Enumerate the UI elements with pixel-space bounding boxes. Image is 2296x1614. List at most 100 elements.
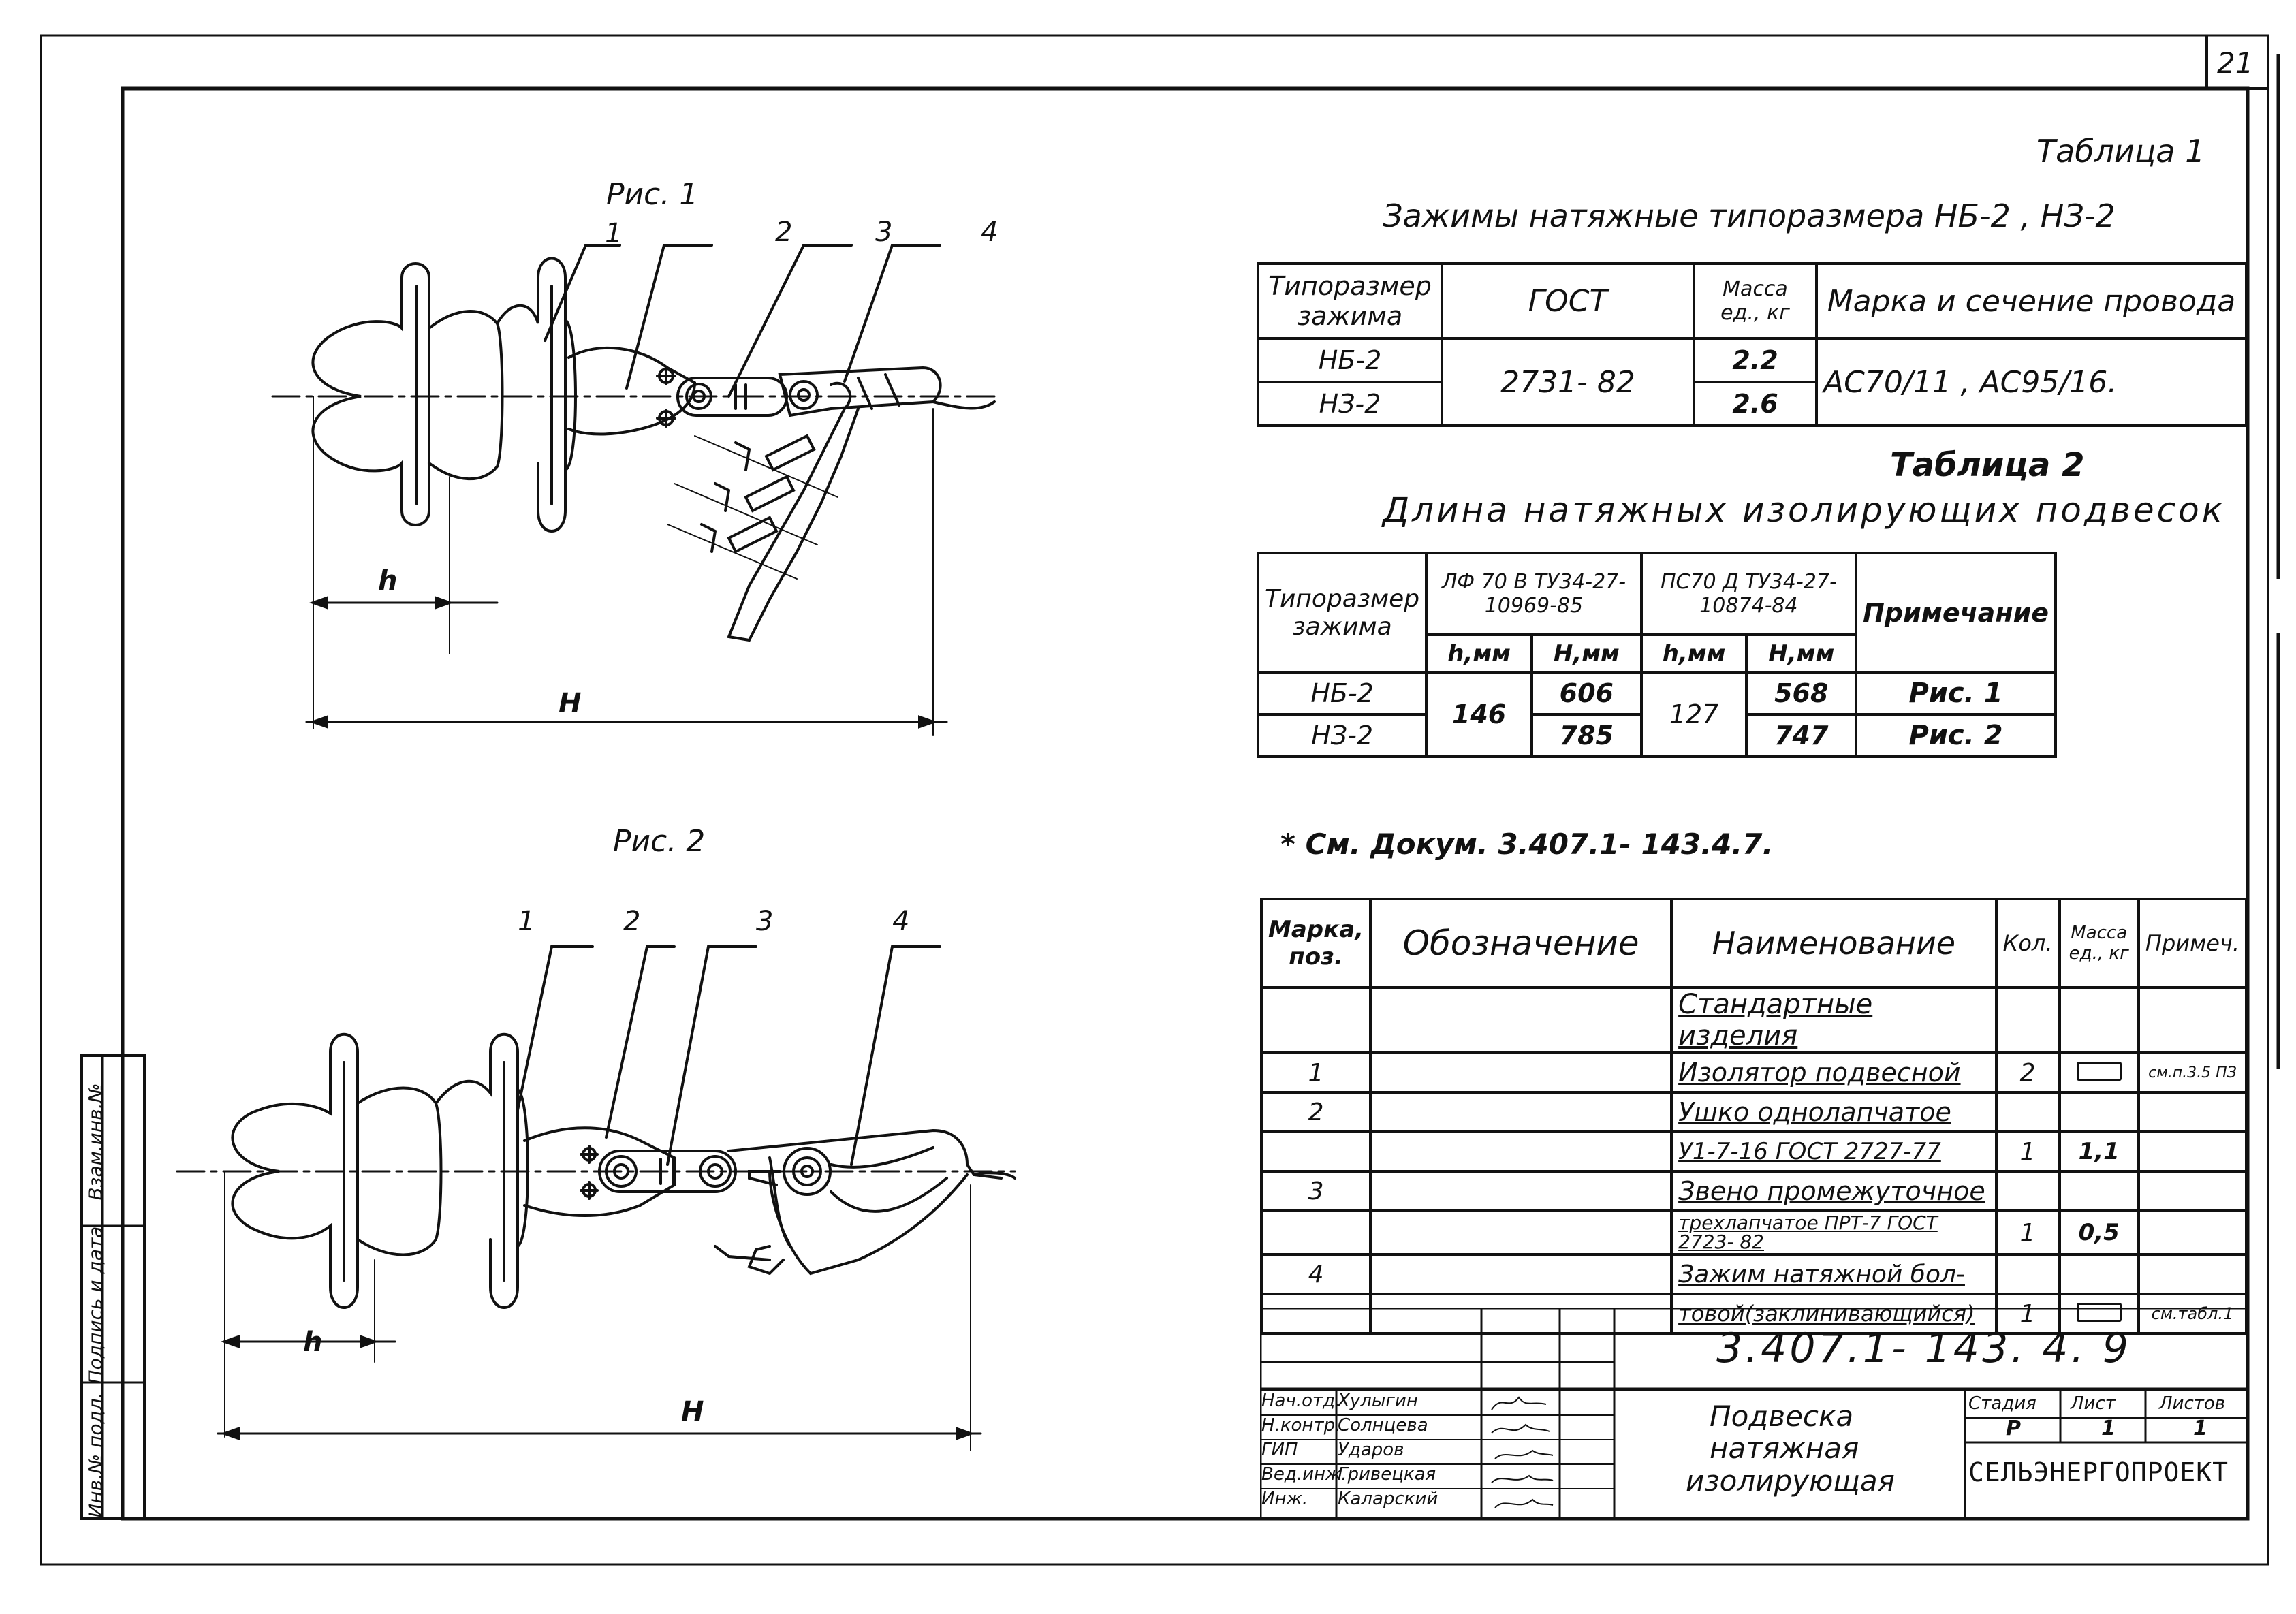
role-4-title: Вед.инж. [1261,1464,1347,1485]
table2-row1-H2: 568 [1745,671,1858,716]
spec-row3-note [2137,1091,2248,1133]
role-2-title: Н.контр. [1261,1415,1341,1436]
sheet-label: Лист [2071,1393,2116,1414]
title-block-grid [1260,1308,2249,1520]
table2-row2-size: НЗ-2 [1256,713,1428,758]
table2-header-h2: h,мм [1639,633,1748,674]
table2-h2: 127 [1639,671,1748,758]
spec-row7-pos: 4 [1259,1253,1372,1295]
spec-row1-qty [1994,986,2061,1054]
table1-header-wire: Марка и сечение провода [1815,262,2248,340]
table1-row1-mass: 2.2 [1693,337,1818,383]
item-title-line-2: натяжная [1710,1431,1859,1465]
spec-row5-qty [1994,1170,2061,1212]
fig2-callout-3: 3 [756,906,774,937]
spec-header-qty: Кол. [1994,898,2061,989]
table1-header-gost: ГОСТ [1441,262,1695,340]
table1-row2-size: НЗ-2 [1257,381,1443,427]
table2-header-H2: Н,мм [1745,633,1858,674]
table1-header-size: Типоразмер зажима [1257,262,1443,340]
fig1-drawing [271,244,996,736]
spec-row3-mass [2058,1091,2140,1133]
fig2-callout-2: 2 [623,906,641,937]
spec-row6-mass: 0,5 [2058,1209,2140,1256]
spec-row1-pos [1259,986,1372,1054]
spec-row1-name: Стандартные изделия [1670,986,1998,1054]
fig2-callout-4: 4 [892,906,910,937]
spec-row6-qty: 1 [1994,1209,2061,1256]
spec-row2-designation [1369,1051,1673,1094]
spec-row2-pos: 1 [1259,1051,1372,1094]
spec-row3-designation [1369,1091,1673,1133]
fig1-callout-1: 1 [605,218,623,249]
fig1-callout-3: 3 [875,217,893,248]
role-3-title: ГИП [1261,1440,1298,1460]
spec-row7-designation [1369,1253,1673,1295]
table2-header-size: Типоразмер зажима [1256,552,1428,674]
spec-row4-designation [1369,1130,1673,1173]
title-block-doc-code: 3.407.1- 143. 4. 9 [1716,1325,2131,1372]
sheets-value: 1 [2193,1417,2207,1440]
fig2-dim-h: h [303,1327,323,1358]
spec-row4-mass: 1,1 [2058,1130,2140,1173]
fig2-caption: Рис. 2 [613,824,706,859]
table1-gost: 2731- 82 [1441,337,1695,427]
fig1-callout-2: 2 [775,217,793,248]
role-row-2: Н.контр. Солнцева [1261,1415,1486,1440]
spec-header-note: Примеч. [2137,898,2248,989]
fig1-callout-4: 4 [981,217,998,248]
table2-header-h1: h,мм [1425,633,1533,674]
spec-row2-mass-symbol [2058,1051,2140,1094]
table2-row1-size: НБ-2 [1256,671,1428,716]
role-row-1: Нач.отд. Хулыгин [1261,1391,1486,1415]
spec-row6-name: трехлапчатое ПРТ-7 ГОСТ 2723- 82 [1670,1209,1998,1256]
table2-title: Длина натяжных изолирующих подвесок [1383,490,2225,530]
table1-wire: АС70/11 , АС95/16. [1815,337,2248,427]
spec-row5-note [2137,1170,2248,1212]
fig1-caption: Рис. 1 [606,177,699,212]
table1-row1-size: НБ-2 [1257,337,1443,383]
table1-number: Таблица 1 [2036,133,2205,170]
title-block-roles: Нач.отд. Хулыгин Н.контр. Солнцева ГИП У… [1261,1391,1486,1513]
table1: Типоразмер зажима ГОСТ Масса ед., кг Мар… [1257,262,2248,427]
spec-row5-pos: 3 [1259,1170,1372,1212]
role-1-name: Хулыгин [1338,1391,1418,1411]
spec-row5-name: Звено промежуточное [1670,1170,1998,1212]
spec-row4-name: У1-7-16 ГОСТ 2727-77 [1670,1130,1998,1173]
item-title-line-1: Подвеска [1710,1399,1854,1433]
role-row-3: ГИП Ударов [1261,1440,1486,1464]
table1-row2-mass: 2.6 [1693,381,1818,427]
table2-row2-note: Рис. 2 [1855,713,2057,758]
sheets-label: Листов [2159,1393,2226,1414]
page-number: 21 [2217,46,2254,80]
table1-header-mass: Масса ед., кг [1693,262,1818,340]
spec-row6-pos [1259,1209,1372,1256]
spec-row1-note [2137,986,2248,1054]
table2-header-group2: ПС70 Д ТУ34-27-10874-84 [1639,552,1858,636]
spec-row7-mass [2058,1253,2140,1295]
fig1-dim-H: H [559,688,582,719]
spec-row3-qty [1994,1091,2061,1133]
spec-row4-pos [1259,1130,1372,1173]
spec-row7-name: Зажим натяжной бол- [1670,1253,1998,1295]
table1-title: Зажимы натяжные типоразмера НБ-2 , НЗ-2 [1383,197,2116,234]
spec-row4-qty: 1 [1994,1130,2061,1173]
stage-label: Стадия [1968,1393,2036,1414]
spec-row2-qty: 2 [1994,1051,2061,1094]
spec-header-pos: Марка, поз. [1259,898,1372,989]
spec-row6-designation [1369,1209,1673,1256]
spec-row8-mass-symbol [2058,1293,2140,1335]
role-3-name: Ударов [1338,1440,1404,1460]
role-row-4: Вед.инж. Гривецкая [1261,1464,1486,1489]
stage-value: Р [2006,1417,2021,1440]
spec-header-name: Наименование [1670,898,1998,989]
spec-row4-note [2137,1130,2248,1173]
table2-row2-H2: 747 [1745,713,1858,758]
spec-row8-designation [1369,1293,1673,1335]
table2-header-H1: Н,мм [1530,633,1643,674]
item-title-line-3: изолирующая [1686,1464,1895,1498]
spec-row5-designation [1369,1170,1673,1212]
role-row-5: Инж. Каларский [1261,1489,1486,1513]
